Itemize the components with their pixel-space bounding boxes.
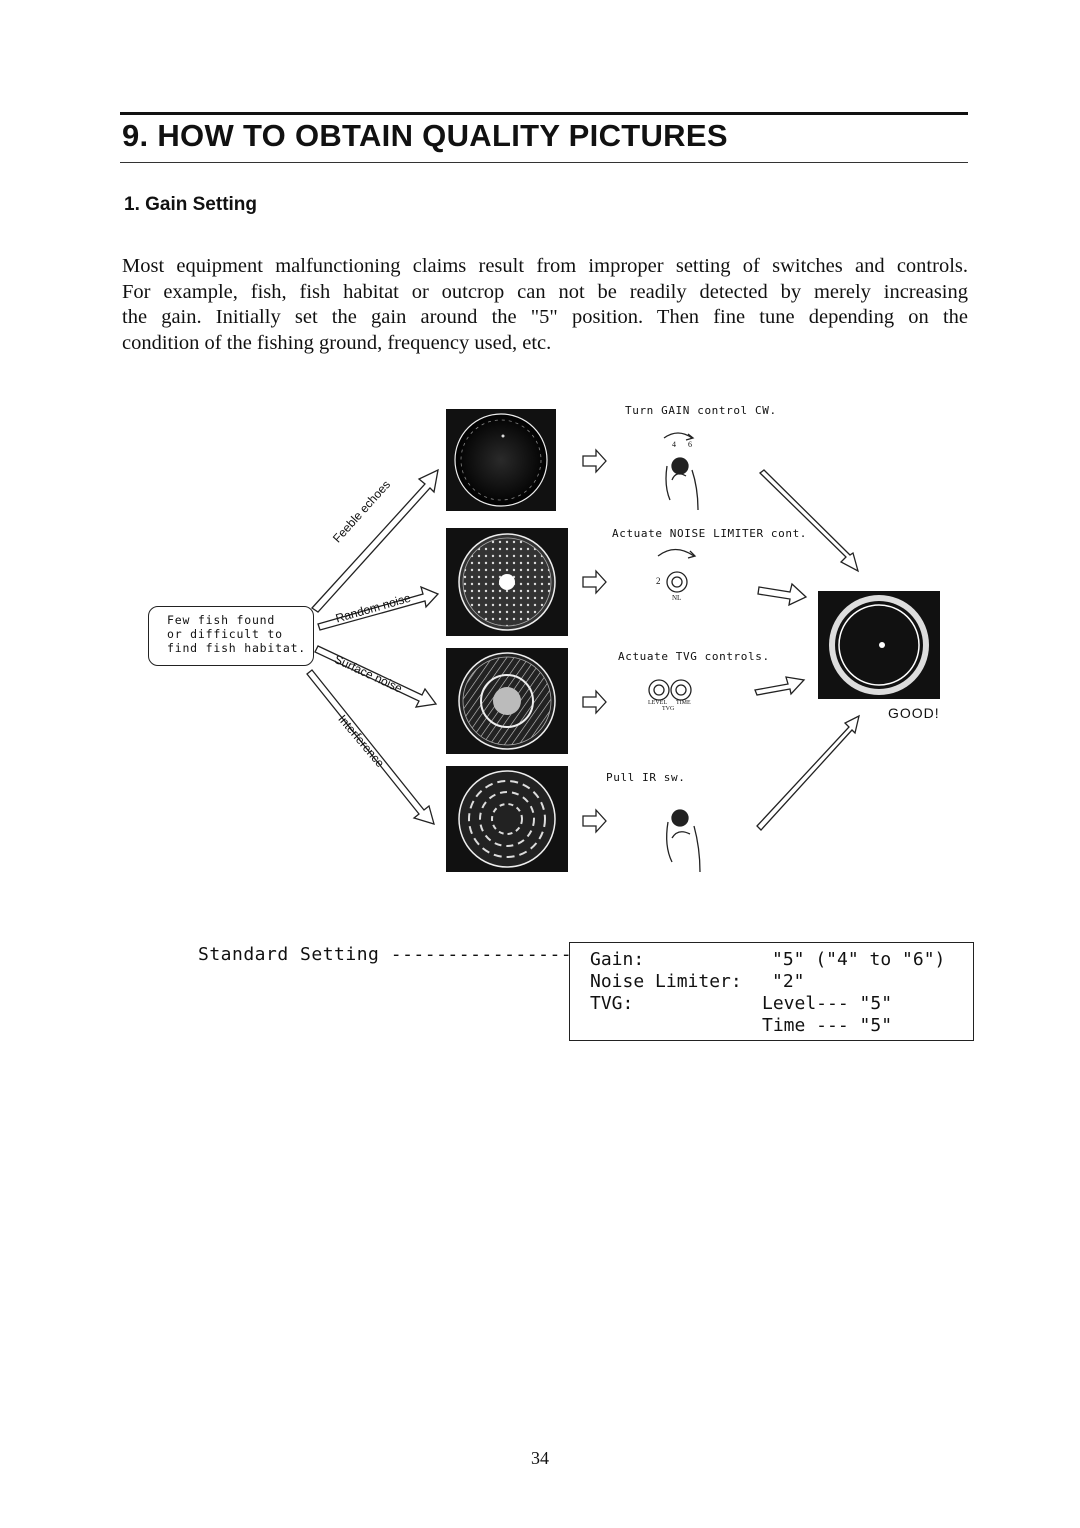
result-arrows: [754, 469, 860, 831]
page-number: 34: [531, 1448, 549, 1468]
section-title: 9. HOW TO OBTAIN QUALITY PICTURES: [122, 118, 728, 153]
arrow-diagonal-icon: [756, 714, 860, 831]
screen-feeble-echoes: [446, 409, 556, 511]
header-rule-top: [120, 112, 968, 115]
cause-arrow-feeble: [311, 468, 439, 613]
gain-knob-hand: [663, 432, 699, 511]
subsection-title: 1. Gain Setting: [124, 194, 258, 215]
tvg-knobs: [648, 679, 692, 701]
paragraph-line: condition of the fishing ground, frequen…: [122, 331, 552, 354]
action-caption-tvg: Actuate TVG controls.: [618, 650, 770, 663]
std-row-name: Noise Limiter:: [590, 971, 742, 992]
std-row-value: "2": [772, 971, 805, 992]
screen-good: [818, 591, 940, 699]
arrow-diagonal-icon: [759, 469, 860, 573]
problem-line: Few fish found: [167, 613, 276, 627]
problem-line: find fish habitat.: [167, 641, 307, 655]
header-rule-bottom: [120, 162, 968, 163]
small-arrows: [582, 448, 607, 834]
tvg-label: TVG: [662, 706, 675, 712]
std-row-name: TVG:: [590, 993, 634, 1014]
cause-arrow-interference: [306, 669, 435, 825]
action-caption-ir: Pull IR sw.: [606, 771, 686, 784]
good-label: GOOD!: [888, 705, 940, 721]
arrow-right-icon: [757, 582, 808, 607]
arrow-right-icon: [754, 676, 806, 696]
problem-line: or difficult to: [167, 627, 283, 641]
noise-limiter-knob: [657, 548, 697, 593]
std-row-value: "5" ("4" to "6"): [772, 949, 946, 970]
screen-surface-noise: [446, 648, 568, 754]
cause-arrow-random: [317, 585, 440, 631]
action-caption-noise: Actuate NOISE LIMITER cont.: [612, 527, 808, 540]
ir-switch-hand: [666, 809, 701, 873]
cause-arrow-surface: [314, 645, 438, 708]
paragraph-line: For example, fish, fish habitat or outcr…: [122, 280, 968, 303]
screen-interference: [446, 766, 568, 872]
std-row-value: Time --- "5": [762, 1015, 893, 1036]
problem-box: Few fish found or difficult to find fish…: [148, 606, 314, 666]
cause-arrows: [306, 468, 440, 825]
hollow-arrow-icon: [582, 448, 607, 474]
hollow-arrow-icon: [582, 808, 607, 834]
hollow-arrow-icon: [582, 569, 607, 595]
tvg-level-label: LEVEL: [648, 700, 667, 706]
standard-setting-label: Standard Setting ----------------: [198, 944, 573, 965]
standard-setting-box: Gain: "5" ("4" to "6") Noise Limiter: "2…: [569, 942, 974, 1041]
gain-knob-low-label: 4: [672, 440, 676, 449]
hollow-arrow-icon: [582, 689, 607, 715]
std-row-name: Gain:: [590, 949, 645, 970]
intro-paragraph: Most equipment malfunctioning claims res…: [122, 254, 968, 356]
gain-knob-high-label: 6: [688, 440, 692, 449]
screen-random-noise: [446, 528, 568, 636]
action-caption-gain: Turn GAIN control CW.: [625, 404, 777, 417]
nl-knob-left-label: 2: [656, 576, 661, 586]
tvg-time-label: TIME: [676, 700, 691, 706]
paragraph-line: Most equipment malfunctioning claims res…: [122, 255, 968, 277]
paragraph-line: the gain. Initially set the gain around …: [122, 306, 968, 328]
std-row-value: Level--- "5": [762, 993, 893, 1014]
nl-knob-sub-label: NL: [672, 594, 682, 602]
